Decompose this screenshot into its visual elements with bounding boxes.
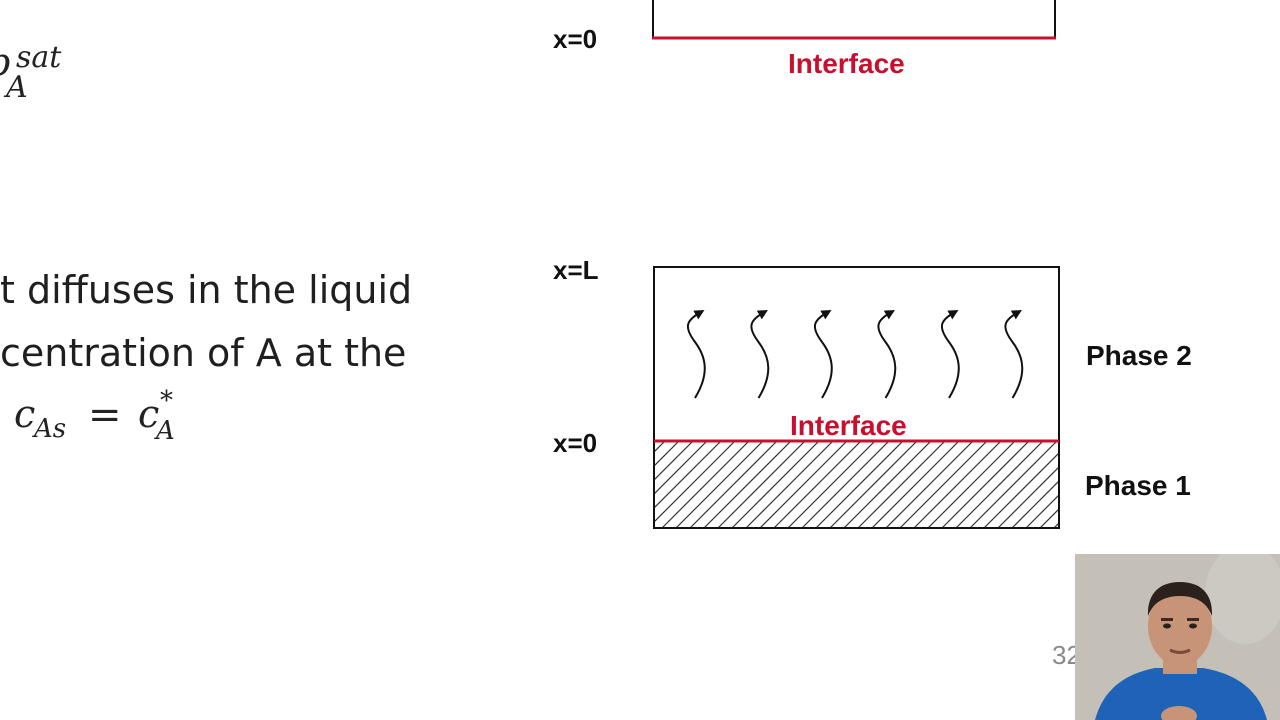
hatch-line [1039, 508, 1059, 528]
hatch-line [654, 442, 735, 523]
hatch-line [871, 442, 959, 528]
hatch-line [773, 442, 861, 528]
bottom-xL-label: x=L [553, 255, 599, 285]
hatch-line [654, 442, 707, 495]
eq-lhs-base: c [14, 392, 36, 436]
presenter-silhouette [1075, 554, 1280, 720]
diffusion-arrow [1004, 310, 1024, 399]
slide-text-line-1: t diffuses in the liquid [0, 268, 413, 312]
diffusion-arrow [750, 310, 770, 399]
hatch-line [885, 442, 973, 528]
hatch-line [969, 442, 1057, 528]
eq-operator: = [88, 392, 122, 438]
bottom-diagram: x=L x=0 Interface Phase 2 Phase 1 [540, 250, 1220, 540]
hatch-line [731, 442, 819, 528]
hatch-line [1011, 480, 1059, 528]
hatch-line [759, 442, 847, 528]
diffusion-arrow [686, 310, 706, 399]
hatch-line [955, 442, 1043, 528]
hatch-line [997, 466, 1059, 528]
hatch-line [689, 442, 777, 528]
hatch-line [899, 442, 987, 528]
hatch-line [815, 442, 903, 528]
phase-1-label: Phase 1 [1085, 470, 1191, 501]
hatch-line [703, 442, 791, 528]
eq-rhs-superscript: * [160, 386, 173, 416]
hatch-line [745, 442, 833, 528]
eq-base: p [0, 40, 10, 84]
top-interface-label: Interface [788, 48, 905, 79]
hatch-line [675, 442, 763, 528]
eq-rhs-base: c [138, 392, 160, 436]
eq-lhs-subscript: As [34, 414, 67, 444]
bottom-diagram-figure [653, 266, 1060, 529]
presenter-webcam [1075, 554, 1280, 720]
hatch-line [843, 442, 931, 528]
hatch-line [801, 442, 889, 528]
eq-rhs-subscript: A [156, 416, 175, 446]
hatch-line [1025, 494, 1059, 528]
phase1-hatching [654, 442, 1059, 528]
diagram-box [653, 266, 1060, 529]
hatch-line [927, 442, 1015, 528]
hatch-line [717, 442, 805, 528]
slide-text-line-2: centration of A at the [0, 331, 407, 375]
top-diagram: x=0 Interface [540, 0, 1070, 90]
concentration-equation: c As = c * A [14, 386, 214, 460]
top-diagram-box [652, 0, 1056, 40]
hatch-line [941, 442, 1029, 528]
top-x0-label: x=0 [553, 24, 598, 54]
phase-2-label: Phase 2 [1086, 340, 1192, 371]
saturation-pressure-equation: p sat A [0, 38, 106, 108]
hatch-line [654, 442, 721, 509]
bottom-x0-label: x=0 [553, 428, 598, 458]
diffusion-arrow [813, 310, 833, 399]
eq-subscript: A [6, 70, 28, 105]
hatch-line [661, 442, 749, 528]
eq-superscript: sat [16, 40, 62, 75]
diffusion-arrows [686, 310, 1024, 399]
hatch-line [654, 442, 693, 481]
hatch-line [857, 442, 945, 528]
hatch-line [829, 442, 917, 528]
hatch-line [787, 442, 875, 528]
diffusion-arrow [940, 310, 960, 399]
hatch-line [654, 442, 679, 467]
diffusion-arrow [877, 310, 897, 399]
hatch-line [983, 452, 1059, 528]
hatch-line [913, 442, 1001, 528]
bottom-interface-label: Interface [790, 410, 907, 441]
